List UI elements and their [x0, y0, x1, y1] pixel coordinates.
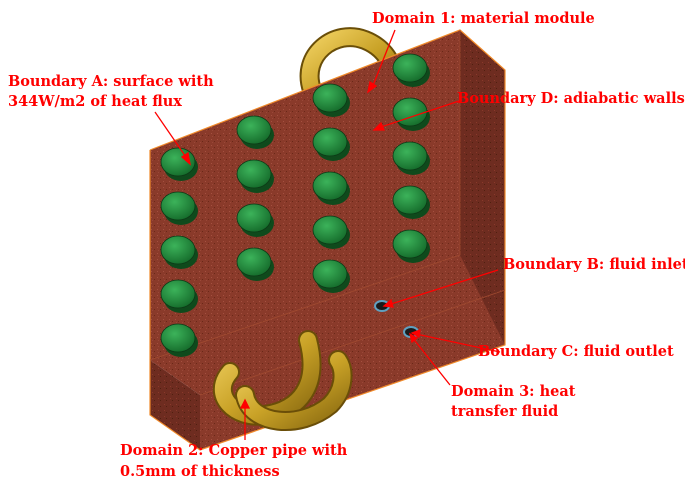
- pcm-disc: [392, 53, 430, 87]
- leader-domain1: [371, 29, 396, 89]
- pcm-disc: [160, 323, 198, 357]
- pcm-disc: [236, 203, 274, 237]
- pcm-disc: [160, 279, 198, 313]
- copper-pipe-bottom: [213, 330, 353, 431]
- leader-lines: [154, 29, 501, 440]
- label-domain1: Domain 1: material module: [372, 10, 595, 27]
- pcm-disc: [312, 259, 350, 293]
- pcm-disc: [312, 171, 350, 205]
- arrow-boundary-b: [382, 298, 394, 308]
- arrow-boundary-d: [372, 121, 385, 131]
- label-domain2-line2: 0.5mm of thickness: [120, 463, 280, 480]
- label-boundary-b: Boundary B: fluid inlet: [503, 256, 685, 273]
- module-front-face: [150, 30, 460, 360]
- pcm-disc: [236, 247, 274, 281]
- label-boundary-c: Boundary C: fluid outlet: [478, 343, 674, 360]
- annotation-labels: Domain 1: material module Boundary A: su…: [8, 10, 685, 480]
- leader-domain3: [411, 336, 451, 386]
- pcm-disc: [392, 185, 430, 219]
- module-lower-front: [150, 360, 200, 450]
- pcm-disc: [392, 141, 430, 175]
- label-boundary-a-line1: Boundary A: surface with: [8, 73, 214, 90]
- leader-boundary-b: [387, 269, 499, 306]
- label-domain3-line1: Domain 3: heat: [451, 383, 576, 400]
- label-boundary-a-line2: 344W/m2 of heat flux: [8, 93, 182, 110]
- pcm-disc: [312, 215, 350, 249]
- pcm-disc: [160, 235, 198, 269]
- label-domain2-line1: Domain 2: Copper pipe with: [120, 442, 348, 459]
- arrow-domain1: [367, 80, 378, 94]
- module-bottom-face: [150, 255, 505, 395]
- leader-boundary-c: [415, 333, 501, 353]
- label-boundary-d: Boundary D: adiabatic walls: [457, 90, 685, 107]
- arrow-domain2: [239, 398, 251, 409]
- arrow-boundary-c: [410, 329, 421, 339]
- arrow-domain3: [408, 332, 419, 344]
- leader-boundary-a: [154, 111, 189, 161]
- label-domain3-line2: transfer fluid: [451, 403, 558, 420]
- arrow-boundary-a: [180, 151, 191, 166]
- pcm-disc: [312, 83, 350, 117]
- pcm-disc: [236, 159, 274, 193]
- module-side-face: [460, 30, 505, 345]
- pcm-disc: [236, 115, 274, 149]
- pcm-disc: [392, 229, 430, 263]
- pcm-disc: [312, 127, 350, 161]
- leader-boundary-d: [377, 99, 463, 129]
- pcm-disc: [160, 191, 198, 225]
